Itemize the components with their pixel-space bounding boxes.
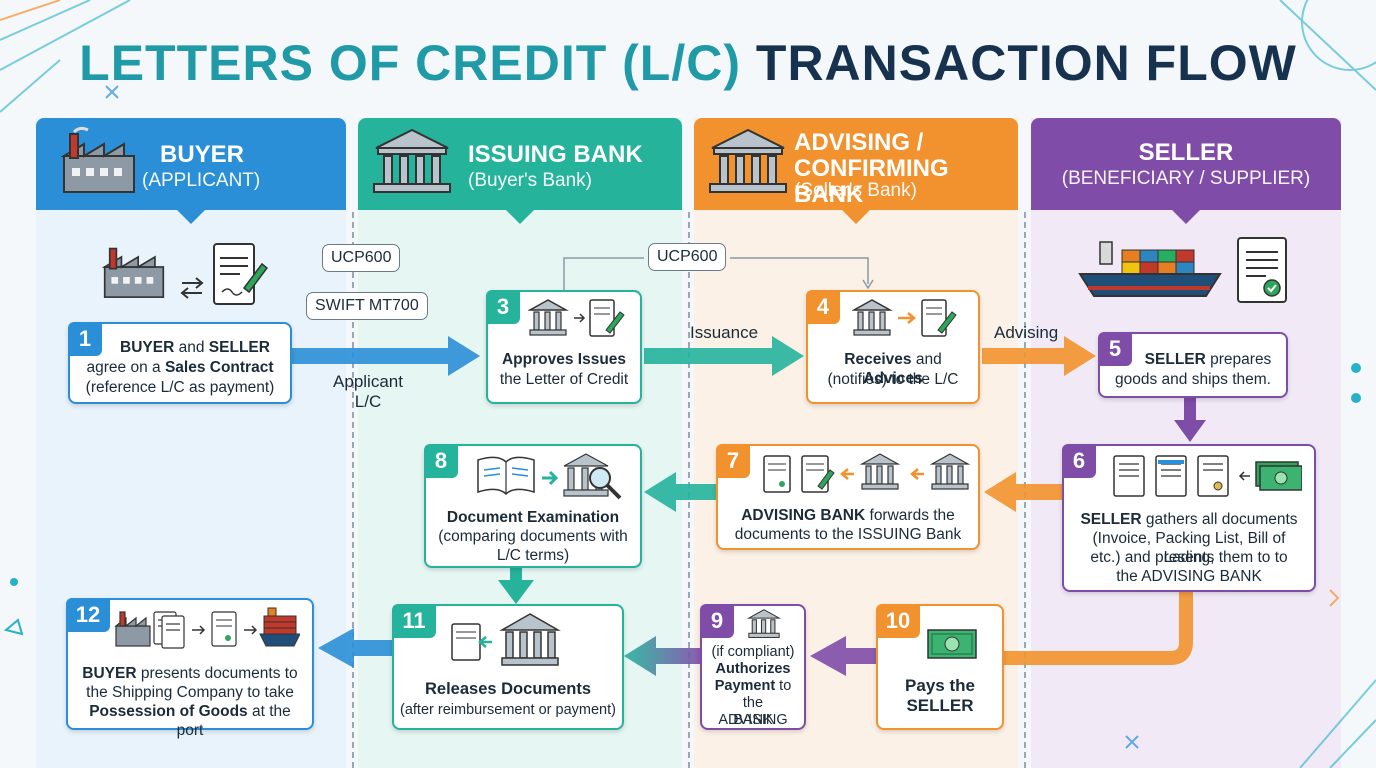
step-number: 8 [424, 444, 458, 478]
step-4-box: 4 Receives and Advices (notifies) to the… [806, 290, 980, 404]
advising-label: Advising [994, 323, 1059, 342]
cash-icon [927, 629, 977, 659]
step-number: 10 [876, 604, 920, 638]
step-12-box: 12 BUYER presents documents to the Shipp… [66, 598, 314, 739]
step-7-box: 7 ADVISING BANK forwards the documents t… [716, 444, 980, 550]
arrow-3-to-4 [644, 336, 804, 376]
buyer-lane-subtitle: (APPLICANT) [142, 170, 261, 191]
factory-icon [101, 247, 165, 298]
step-1-box: 1 BUYER and SELLER agree on a Sales Cont… [68, 322, 292, 404]
contract-icon [213, 243, 268, 305]
advising-lane-title-2: CONFIRMING BANK [794, 155, 949, 208]
documents-and-cash-icon [1113, 455, 1302, 497]
step-3-box: 3 Approves Issues the Letter of Credit [486, 290, 642, 404]
document-to-bank-icon [451, 613, 561, 666]
bank-icon [373, 128, 451, 193]
step-number: 3 [486, 290, 520, 324]
factory-icon [60, 126, 135, 193]
step-6-box: 6 SELLER gathers all documents (Invoice,… [1062, 444, 1316, 592]
step-number: 4 [806, 290, 840, 324]
step-number: 7 [716, 444, 750, 478]
factory-to-ship-icon [114, 607, 300, 649]
swift-mt700-tag: SWIFT MT700 [306, 292, 428, 320]
ucp600-tag: UCP600 [322, 244, 401, 272]
issuing-lane-header: ISSUING BANK (Buyer's Bank) [358, 118, 682, 224]
step-number: 11 [392, 604, 436, 638]
exchange-icon [180, 277, 204, 299]
arrow-7-to-8 [644, 472, 716, 512]
bank-icon [709, 128, 787, 193]
seller-lane-title: SELLER [1138, 139, 1234, 166]
step-number: 9 [700, 604, 734, 638]
issuing-lane-subtitle: (Buyer's Bank) [468, 170, 593, 191]
step-number: 6 [1062, 444, 1096, 478]
arrow-6-to-7 [984, 472, 1062, 512]
advising-lane-subtitle: (Seller's Bank) [794, 180, 917, 201]
page-title: LETTERS OF CREDIT (L/C) TRANSACTION FLOW [79, 35, 1297, 91]
bank-icon [746, 609, 782, 638]
arrow-5-to-6 [1174, 398, 1206, 442]
bank-to-document-icon [528, 299, 625, 337]
issuance-label: Issuance [690, 323, 759, 342]
buyer-lane-title: BUYER [160, 141, 245, 168]
step-number: 12 [66, 598, 110, 632]
arrow-4-to-5 [982, 336, 1096, 376]
step-11-box: 11 Releases Documents (after reimburseme… [392, 604, 624, 730]
advising-lane-title: ADVISING / [794, 129, 924, 156]
issuing-lane-title: ISSUING BANK [468, 141, 643, 168]
step-8-box: 8 Document Examination (comparing docume… [424, 444, 642, 568]
arrow-6-to-10 [1004, 592, 1193, 665]
arrow-1-to-3 [292, 336, 480, 376]
documents-from-bank-icon [763, 453, 971, 493]
arrow-10-to-9 [810, 636, 876, 676]
certificate-icon [1237, 237, 1287, 303]
seller-lane-subtitle: (BENEFICIARY / SUPPLIER) [1061, 168, 1311, 189]
step-number: 1 [68, 322, 102, 356]
examine-documents-icon [477, 453, 622, 500]
ucp-bracket [563, 257, 869, 290]
ucp600-tag: UCP600 [648, 243, 727, 271]
seller-lane-header: SELLER (BENEFICIARY / SUPPLIER) [1031, 118, 1341, 224]
arrow-9-to-11 [624, 636, 700, 676]
advising-lane-header: ADVISING / CONFIRMING BANK (Seller's Ban… [694, 118, 1018, 224]
step-5-box: 5 SELLER prepares goods and ships them. [1098, 332, 1288, 398]
applicant-label: Applicant L/C [333, 372, 403, 411]
lane-divider [352, 212, 354, 768]
buyer-lane-header: BUYER (APPLICANT) [36, 118, 346, 224]
step-10-box: 10 Pays the SELLER [876, 604, 1004, 730]
cargo-ship-icon [1078, 241, 1222, 297]
step-9-box: 9 (if compliant) Authorizes Payment to t… [700, 604, 806, 730]
arrow-8-to-11 [498, 568, 534, 604]
arrow-11-to-12 [318, 628, 392, 668]
bank-to-document-icon [852, 299, 957, 337]
step-number: 5 [1098, 332, 1132, 366]
